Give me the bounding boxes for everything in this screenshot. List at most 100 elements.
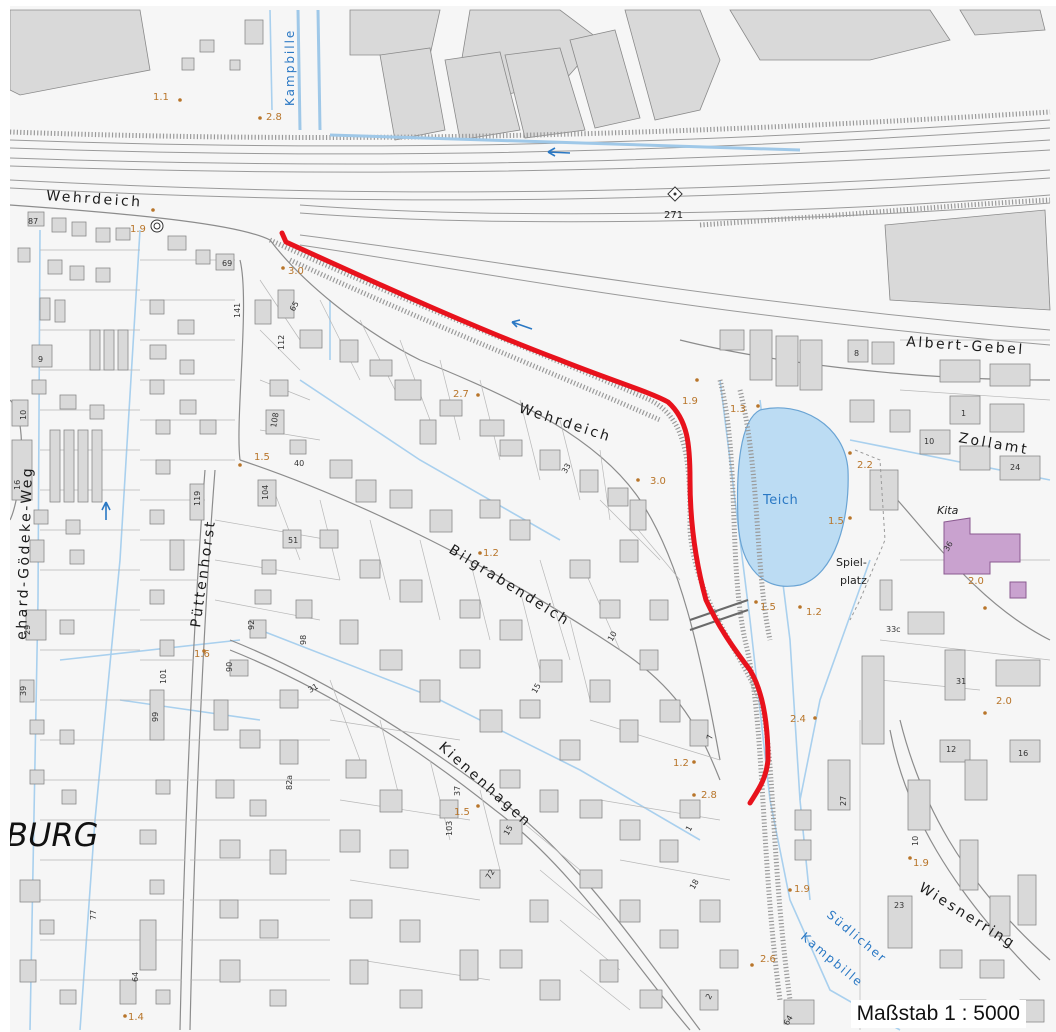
highlighted-route bbox=[279, 230, 771, 806]
svg-text:24: 24 bbox=[1010, 463, 1020, 472]
svg-text:1: 1 bbox=[961, 409, 966, 418]
svg-text:2.8: 2.8 bbox=[701, 790, 717, 801]
svg-text:2: 2 bbox=[704, 992, 714, 1001]
water-label-teich: Teich bbox=[762, 493, 798, 508]
svg-text:15: 15 bbox=[530, 682, 543, 695]
svg-text:1.6: 1.6 bbox=[194, 649, 210, 660]
svg-text:2.6: 2.6 bbox=[760, 954, 776, 965]
svg-text:1.5: 1.5 bbox=[828, 516, 844, 527]
parking-marker bbox=[150, 219, 164, 233]
svg-text:1.2: 1.2 bbox=[673, 758, 689, 769]
svg-text:2.2: 2.2 bbox=[857, 460, 873, 471]
svg-text:1.9: 1.9 bbox=[682, 396, 698, 407]
street-label-goedeke-weg: ehard-Gödeke-Weg bbox=[14, 466, 36, 641]
svg-text:8: 8 bbox=[854, 349, 859, 358]
svg-text:31: 31 bbox=[307, 682, 320, 695]
svg-text:77: 77 bbox=[89, 910, 98, 920]
survey-label-271: 271 bbox=[664, 210, 683, 221]
svg-text:1.2: 1.2 bbox=[483, 548, 499, 559]
svg-text:1.9: 1.9 bbox=[794, 884, 810, 895]
svg-text:18: 18 bbox=[688, 878, 701, 891]
svg-text:103: 103 bbox=[445, 821, 454, 836]
kita-building bbox=[943, 517, 1021, 575]
svg-text:72: 72 bbox=[484, 868, 497, 881]
svg-text:64: 64 bbox=[782, 1014, 795, 1027]
svg-text:16: 16 bbox=[13, 480, 22, 490]
svg-text:69: 69 bbox=[222, 259, 232, 268]
svg-text:1.4: 1.4 bbox=[128, 1012, 144, 1023]
svg-text:101: 101 bbox=[159, 669, 168, 684]
svg-text:29: 29 bbox=[23, 625, 32, 635]
svg-text:1: 1 bbox=[684, 824, 694, 833]
elevation-dots bbox=[123, 98, 987, 1018]
svg-text:7: 7 bbox=[705, 734, 715, 741]
svg-text:2.4: 2.4 bbox=[790, 714, 806, 725]
svg-text:40: 40 bbox=[294, 459, 304, 468]
svg-text:3.0: 3.0 bbox=[650, 476, 666, 487]
survey-point-271 bbox=[667, 186, 683, 202]
svg-text:1.5: 1.5 bbox=[254, 452, 270, 463]
teich-pond bbox=[736, 407, 849, 587]
svg-text:15: 15 bbox=[502, 824, 515, 837]
svg-text:87: 87 bbox=[28, 217, 38, 226]
house-number-labels: 87 69 141 65 112 108 40 104 51 119 92 98… bbox=[13, 217, 1028, 1027]
buildings-residential bbox=[11, 211, 739, 1011]
svg-text:1.9: 1.9 bbox=[913, 858, 929, 869]
kita-annex bbox=[1009, 581, 1027, 599]
svg-text:16: 16 bbox=[1018, 749, 1028, 758]
svg-text:51: 51 bbox=[288, 536, 298, 545]
svg-text:112: 112 bbox=[277, 335, 286, 350]
scale-label: Maßstab 1 : 5000 bbox=[850, 1000, 1026, 1028]
svg-text:2.8: 2.8 bbox=[266, 112, 282, 123]
railway-lines bbox=[9, 109, 1051, 346]
svg-text:2.0: 2.0 bbox=[968, 576, 984, 587]
svg-text:64: 64 bbox=[131, 972, 140, 982]
svg-text:2.7: 2.7 bbox=[453, 389, 469, 400]
street-label-wehrdeich-top: Wehrdeich bbox=[46, 188, 143, 211]
svg-text:65: 65 bbox=[288, 300, 301, 313]
svg-text:33: 33 bbox=[560, 462, 573, 475]
svg-text:98: 98 bbox=[299, 635, 308, 645]
map-top-margin bbox=[0, 0, 1056, 6]
svg-text:12: 12 bbox=[946, 745, 956, 754]
svg-text:23: 23 bbox=[894, 901, 904, 910]
elevation-labels: 1.1 2.8 1.9 3.0 2.7 1.9 1.3 2.2 3.0 1.5 … bbox=[128, 92, 1012, 1023]
svg-text:92: 92 bbox=[247, 620, 256, 630]
svg-text:108: 108 bbox=[269, 412, 281, 429]
place-label-kita: Kita bbox=[937, 504, 959, 517]
water-label-kampbille-top: Kampbille bbox=[283, 29, 297, 106]
svg-text:1.3: 1.3 bbox=[730, 404, 746, 415]
svg-text:119: 119 bbox=[193, 491, 202, 506]
svg-text:10: 10 bbox=[606, 630, 619, 643]
svg-text:37: 37 bbox=[453, 786, 462, 796]
svg-text:39: 39 bbox=[19, 686, 28, 696]
svg-text:10: 10 bbox=[19, 410, 28, 420]
buildings-industrial-north bbox=[9, 9, 1051, 311]
svg-text:33c: 33c bbox=[886, 625, 901, 634]
svg-text:1.5: 1.5 bbox=[454, 807, 470, 818]
svg-text:99: 99 bbox=[151, 712, 160, 722]
svg-text:82a: 82a bbox=[285, 775, 294, 790]
svg-text:9: 9 bbox=[38, 355, 43, 364]
place-label-spielplatz-1: Spiel- bbox=[836, 556, 867, 569]
svg-text:1.9: 1.9 bbox=[130, 224, 146, 235]
place-label-spielplatz-2: platz bbox=[840, 574, 867, 587]
district-label-burg: BURG bbox=[6, 816, 98, 854]
svg-text:1.5: 1.5 bbox=[760, 602, 776, 613]
svg-text:36: 36 bbox=[942, 540, 955, 553]
svg-text:141: 141 bbox=[233, 303, 242, 318]
svg-text:3.0: 3.0 bbox=[288, 266, 304, 277]
flow-arrows bbox=[101, 147, 571, 520]
dike-embankments bbox=[268, 237, 793, 1001]
map-left-margin bbox=[0, 0, 10, 1032]
svg-text:2.0: 2.0 bbox=[996, 696, 1012, 707]
svg-text:90: 90 bbox=[225, 662, 234, 672]
buildings-east bbox=[719, 329, 1045, 1025]
svg-text:31: 31 bbox=[956, 677, 966, 686]
svg-text:104: 104 bbox=[261, 485, 270, 500]
svg-text:27: 27 bbox=[839, 796, 848, 806]
svg-text:1.1: 1.1 bbox=[153, 92, 169, 103]
svg-text:10: 10 bbox=[911, 836, 920, 846]
